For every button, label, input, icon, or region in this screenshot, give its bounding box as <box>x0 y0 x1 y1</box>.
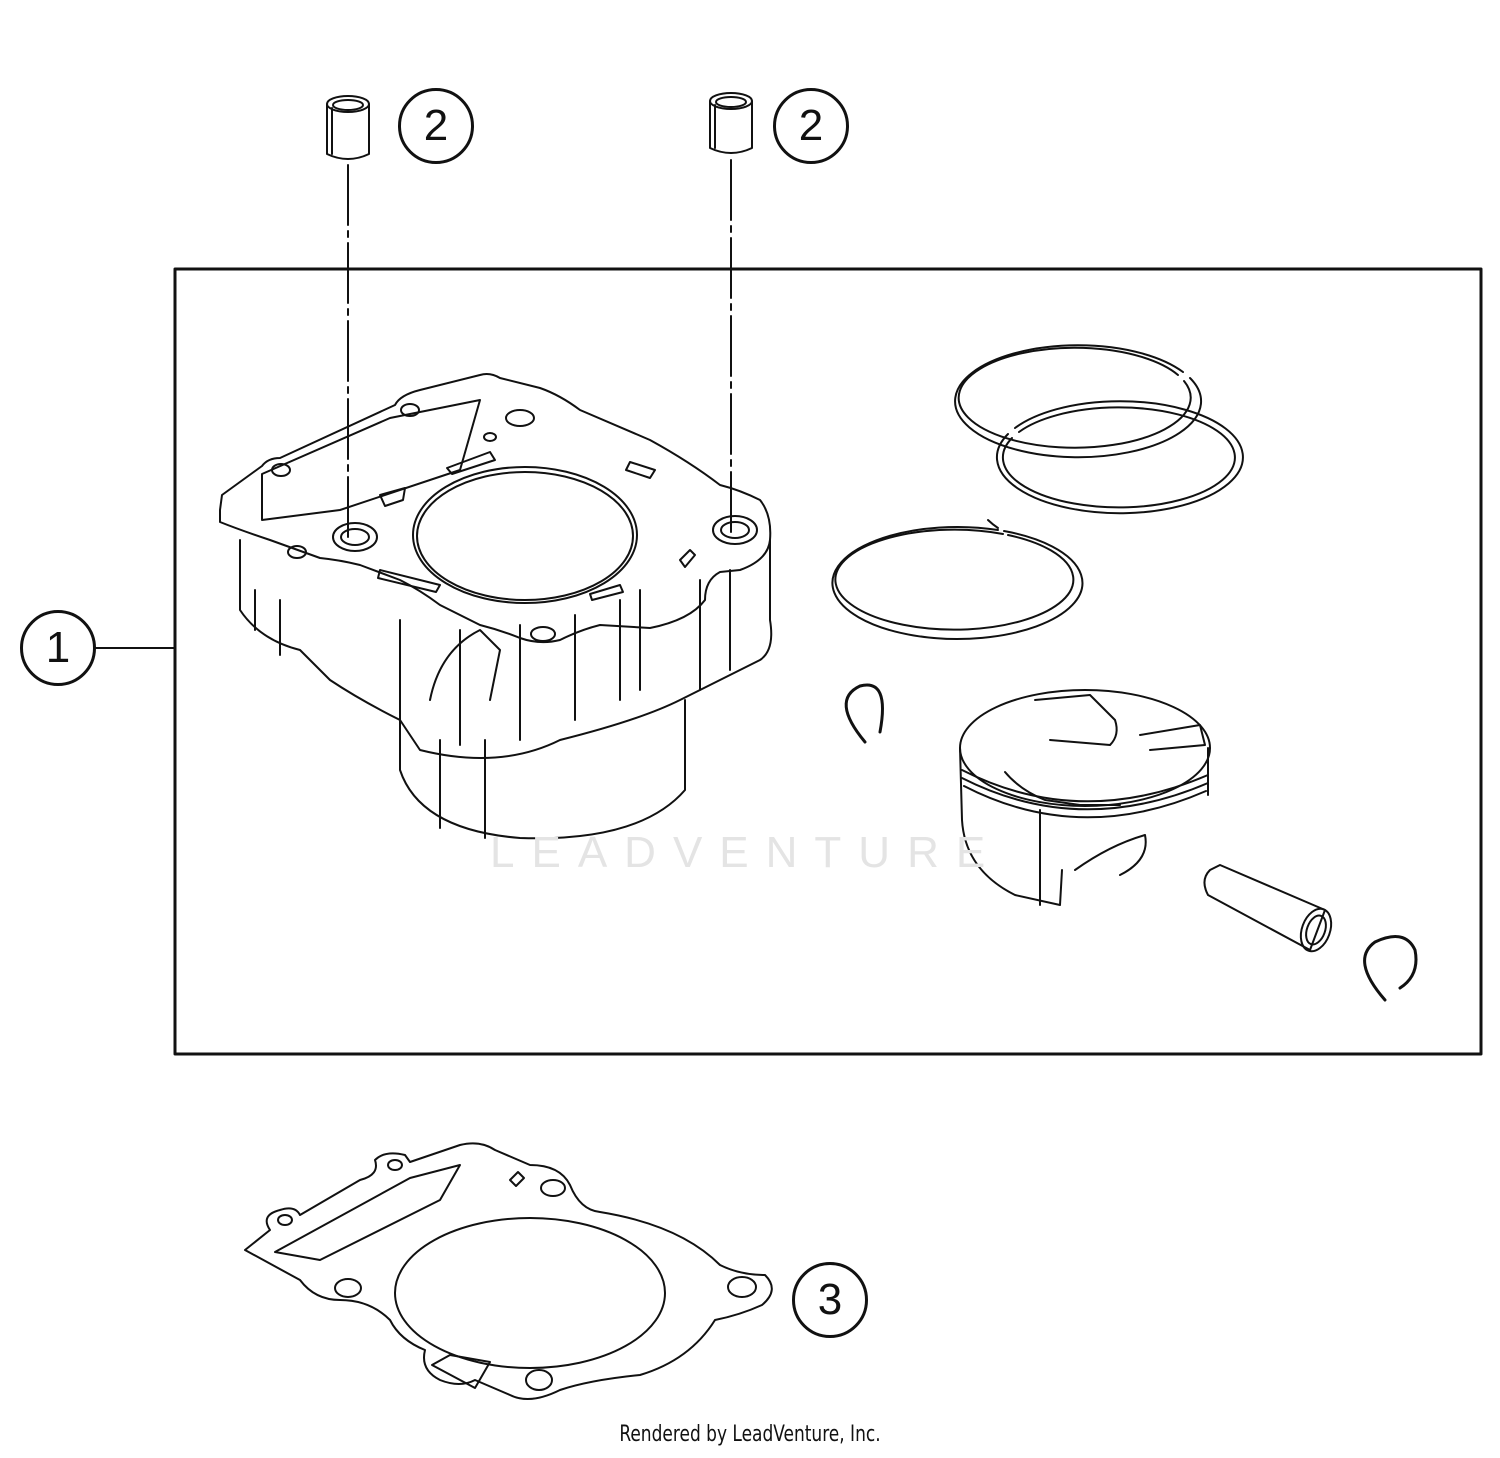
cylinder-base-gasket[interactable] <box>244 1142 773 1400</box>
cylinder[interactable] <box>219 373 773 840</box>
kit-frame <box>173 267 1483 1056</box>
piston-ring-2[interactable] <box>995 400 1244 515</box>
oil-control-ring[interactable] <box>831 519 1084 640</box>
callout-1-number: 1 <box>45 623 71 672</box>
callout-2-left-number: 2 <box>423 101 449 150</box>
piston-ring-1[interactable] <box>954 344 1203 459</box>
callout-2-right[interactable]: 2 <box>773 88 849 164</box>
circlip-right[interactable] <box>1363 935 1418 1002</box>
dowel-sleeve-left[interactable] <box>326 95 370 160</box>
callout-1[interactable]: 1 <box>20 610 96 686</box>
circlip-left[interactable] <box>844 683 884 744</box>
piston-pin[interactable] <box>1203 864 1336 955</box>
callout-2-right-number: 2 <box>798 101 824 150</box>
callout-3-number: 3 <box>817 1275 843 1324</box>
callout-3[interactable]: 3 <box>792 1262 868 1338</box>
footer-credit: Rendered by LeadVenture, Inc. <box>619 1422 881 1447</box>
piston[interactable] <box>959 689 1211 906</box>
callout-2-left[interactable]: 2 <box>398 88 474 164</box>
dowel-sleeve-right[interactable] <box>709 92 753 154</box>
